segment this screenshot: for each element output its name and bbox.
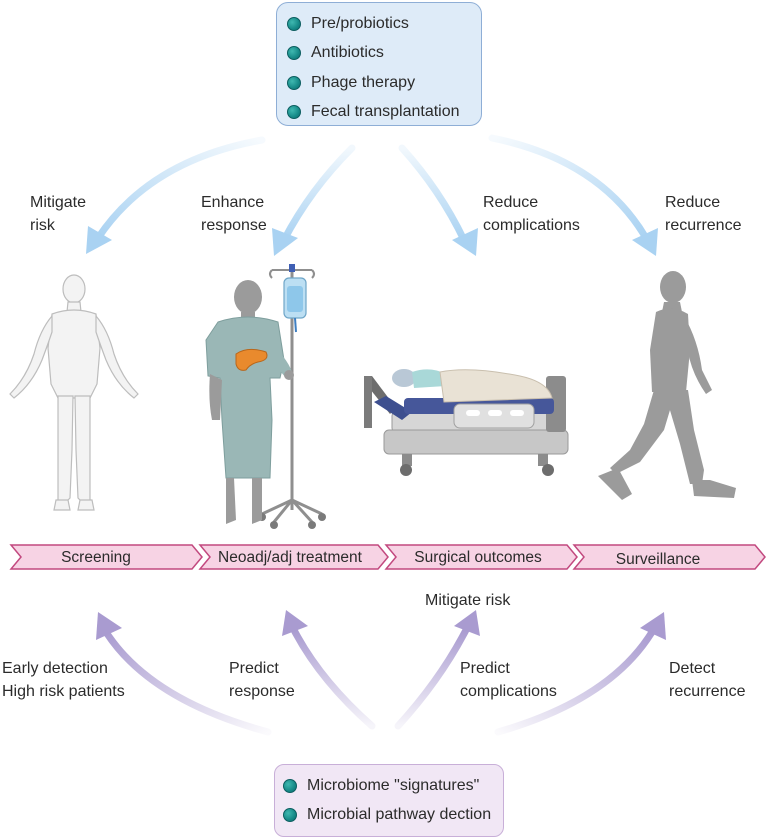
hospital-bed (364, 369, 569, 476)
stage-surgical-outcomes: Surgical outcomes (384, 544, 578, 570)
intervention-label: Pre/probiotics (311, 14, 409, 32)
intervention-label: Antibiotics (311, 44, 384, 62)
stage-label-neoadj: Neoadj/adj treatment (218, 549, 363, 566)
standing-human-figure (9, 274, 139, 511)
bullet-dot-icon (283, 778, 297, 793)
stage-label-surveillance: Surveillance (616, 551, 700, 568)
intervention-label: Phage therapy (311, 73, 416, 91)
bottom-arrow-predict-complications (394, 610, 480, 730)
top-arrow-reduce-recurrence (488, 134, 658, 256)
intervention-item: Pre/probiotics (287, 9, 481, 39)
intervention-item: Fecal transplantation (287, 98, 481, 128)
bullet-dot-icon (287, 46, 301, 61)
bottom-arrow-early-detection (96, 612, 272, 736)
bullet-dot-icon (287, 75, 301, 90)
walking-person-figure (598, 271, 736, 500)
intervention-item: Phage therapy (287, 68, 481, 98)
intervention-label: Fecal transplantation (311, 103, 460, 121)
stage-label-surgical: Surgical outcomes (414, 549, 542, 566)
stage-label-screening: Screening (61, 549, 131, 566)
patient-in-gown-figure (205, 280, 294, 524)
bottom-arrow-predict-response (282, 610, 376, 730)
stage-screening: Screening (9, 544, 203, 570)
biomarker-label: Microbial pathway dection (307, 805, 492, 823)
bullet-dot-icon (283, 807, 297, 822)
top-arrow-enhance-response (272, 144, 356, 256)
top-arrow-mitigate-risk (86, 136, 266, 254)
stage-bar: Screening Neoadj/adj treatment Surgical … (9, 544, 766, 570)
top-arrow-reduce-complications (398, 144, 478, 256)
bullet-dot-icon (287, 105, 301, 120)
pancreas-icon (235, 348, 268, 371)
interventions-box: Pre/probiotics Antibiotics Phage therapy… (276, 2, 482, 126)
stage-surveillance: Surveillance (572, 544, 766, 570)
biomarker-item: Microbiome "signatures" (283, 771, 503, 800)
iv-stand (258, 264, 326, 529)
stage-neoadj-treatment: Neoadj/adj treatment (198, 544, 389, 570)
intervention-item: Antibiotics (287, 39, 481, 69)
bullet-dot-icon (287, 16, 301, 31)
biomarker-label: Microbiome "signatures" (307, 776, 480, 794)
bottom-arrow-detect-recurrence (494, 612, 666, 736)
biomarker-item: Microbial pathway dection (283, 800, 503, 829)
biomarkers-box: Microbiome "signatures" Microbial pathwa… (274, 764, 504, 837)
label-mitigate-risk-bottom: Mitigate risk (425, 592, 511, 609)
